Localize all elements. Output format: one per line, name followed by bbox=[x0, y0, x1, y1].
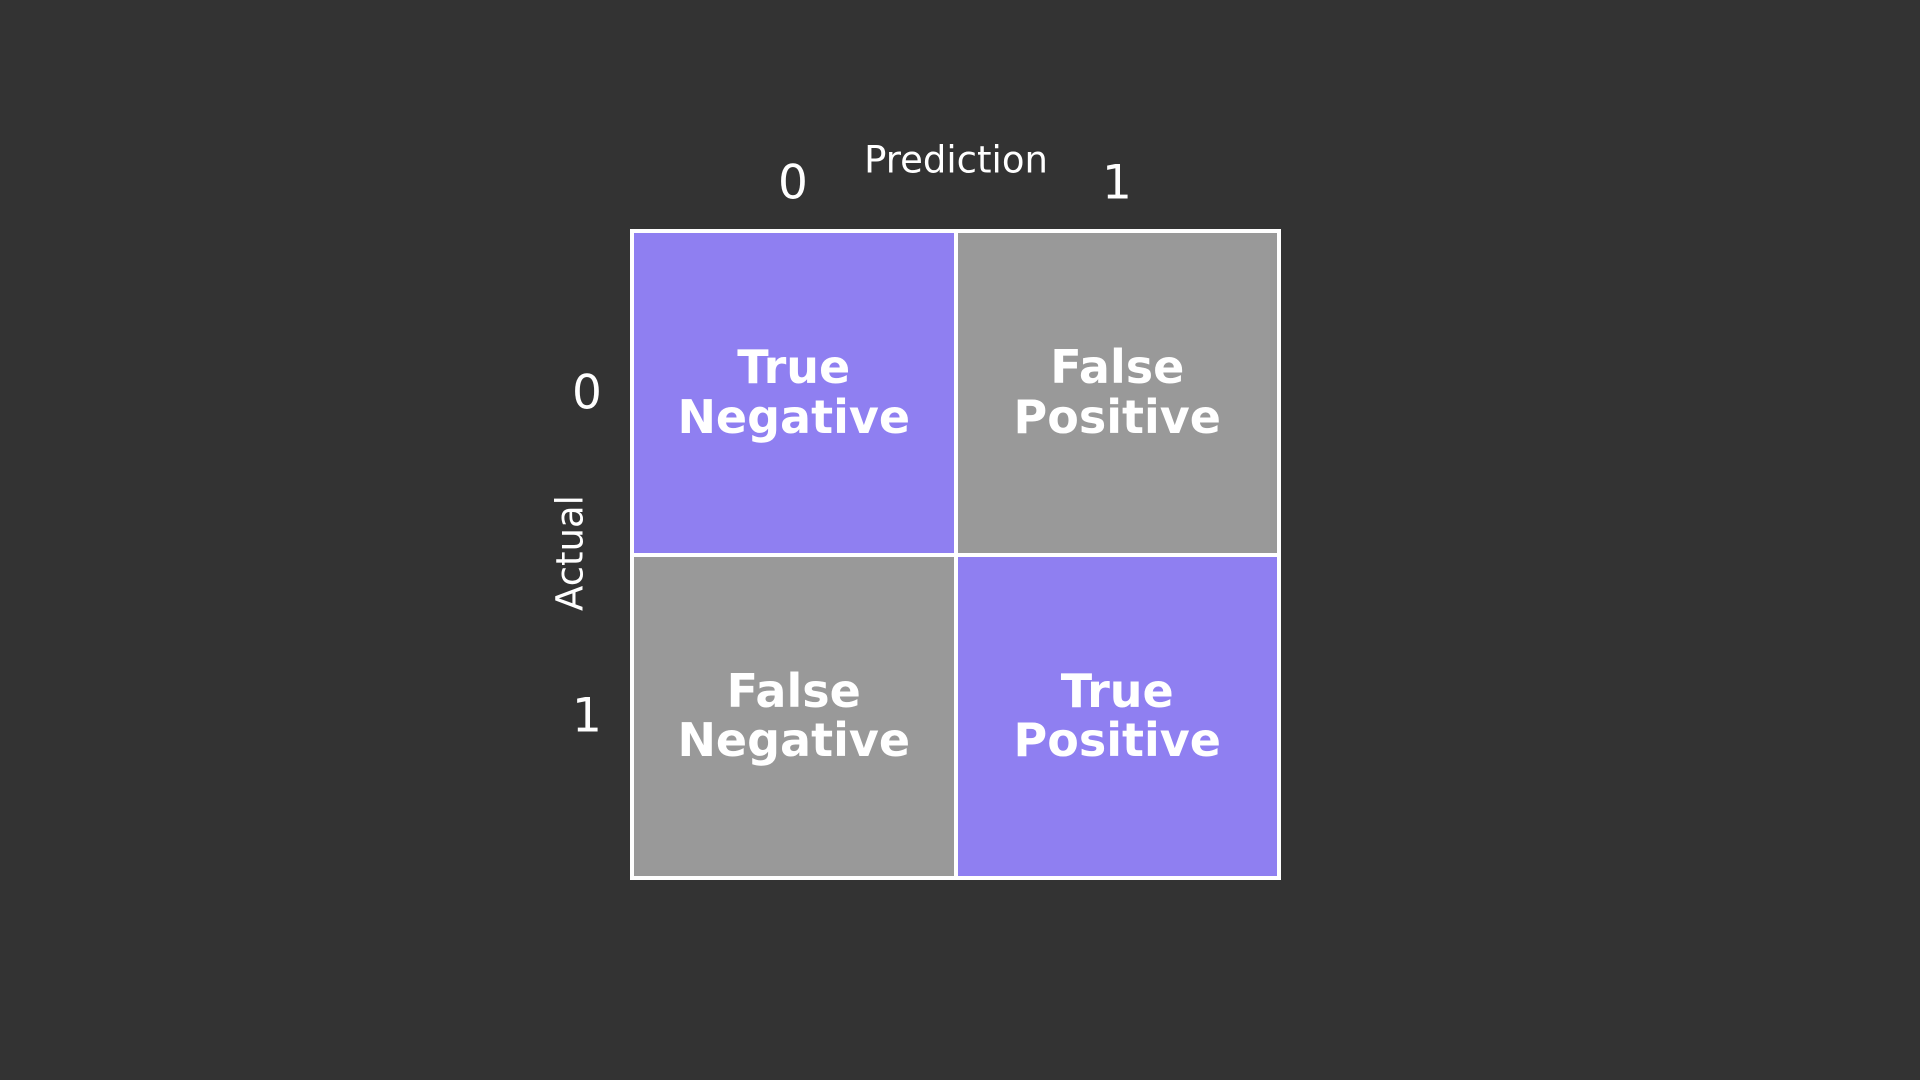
prediction-tick-1: 1 bbox=[1102, 155, 1132, 211]
actual-axis-title: Actual bbox=[548, 495, 592, 611]
actual-tick-0: 0 bbox=[572, 365, 602, 421]
actual-tick-1: 1 bbox=[572, 688, 602, 744]
prediction-axis-title: Prediction bbox=[864, 138, 1048, 182]
prediction-tick-0: 0 bbox=[778, 155, 808, 211]
